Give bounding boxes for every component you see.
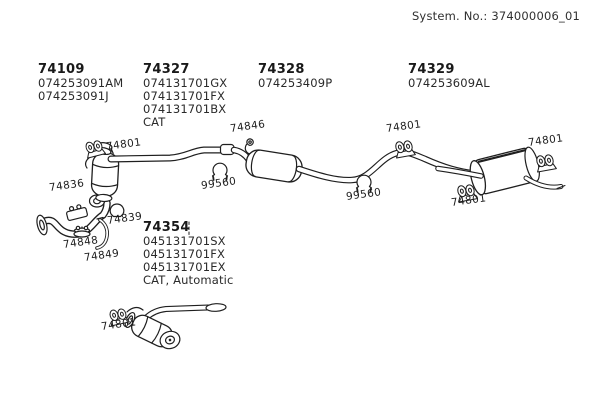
part-number[interactable]: 074131701BX [143, 102, 227, 116]
clamp-74848 [73, 225, 91, 238]
part-group-74328: 74328 074253409P [258, 62, 332, 90]
bracket-74849 [95, 216, 109, 250]
front-flange [36, 214, 48, 236]
part-ref[interactable]: 74109 [38, 62, 85, 77]
part-group-74327: 74327 074131701GX 074131701FX 074131701B… [143, 62, 227, 129]
part-number[interactable]: 074253409P [258, 76, 333, 90]
rear-pipe [295, 148, 478, 184]
part-number[interactable]: 074253091J [38, 89, 109, 103]
part-note: CAT, Automatic [143, 273, 234, 287]
part-ref[interactable]: 74328 [258, 62, 305, 77]
gasket-74839 [109, 203, 125, 218]
system-number: System. No.: 374000006_01 [411, 9, 580, 23]
tailpipe [523, 175, 566, 190]
part-number[interactable]: 074253091AM [38, 76, 124, 90]
flattened-pipe-tip [205, 303, 227, 312]
part-number[interactable]: 045131701FX [143, 247, 225, 261]
part-number[interactable]: 074131701FX [143, 89, 225, 103]
cat-end-cap [159, 330, 181, 350]
part-ref[interactable]: 74354 [143, 220, 190, 235]
rear-muffler [469, 146, 540, 196]
part-number[interactable]: 045131701EX [143, 260, 226, 274]
part-ref[interactable]: 74327 [143, 62, 190, 77]
part-ref[interactable]: 74329 [408, 62, 455, 77]
part-group-74109: 74109 074253091AM 074253091J [38, 62, 123, 103]
middle-muffler [245, 149, 303, 183]
front-pipe [36, 199, 111, 238]
part-group-74329: 74329 074253609AL [408, 62, 490, 90]
part-group-74354: 74354 045131701SX 045131701FX 045131701E… [143, 220, 233, 287]
part-note: CAT [143, 115, 166, 129]
part-number[interactable]: 045131701SX [143, 234, 226, 248]
part-number[interactable]: 074253609AL [408, 76, 490, 90]
part-number[interactable]: 074131701GX [143, 76, 228, 90]
cat-automatic-variant [106, 303, 227, 350]
